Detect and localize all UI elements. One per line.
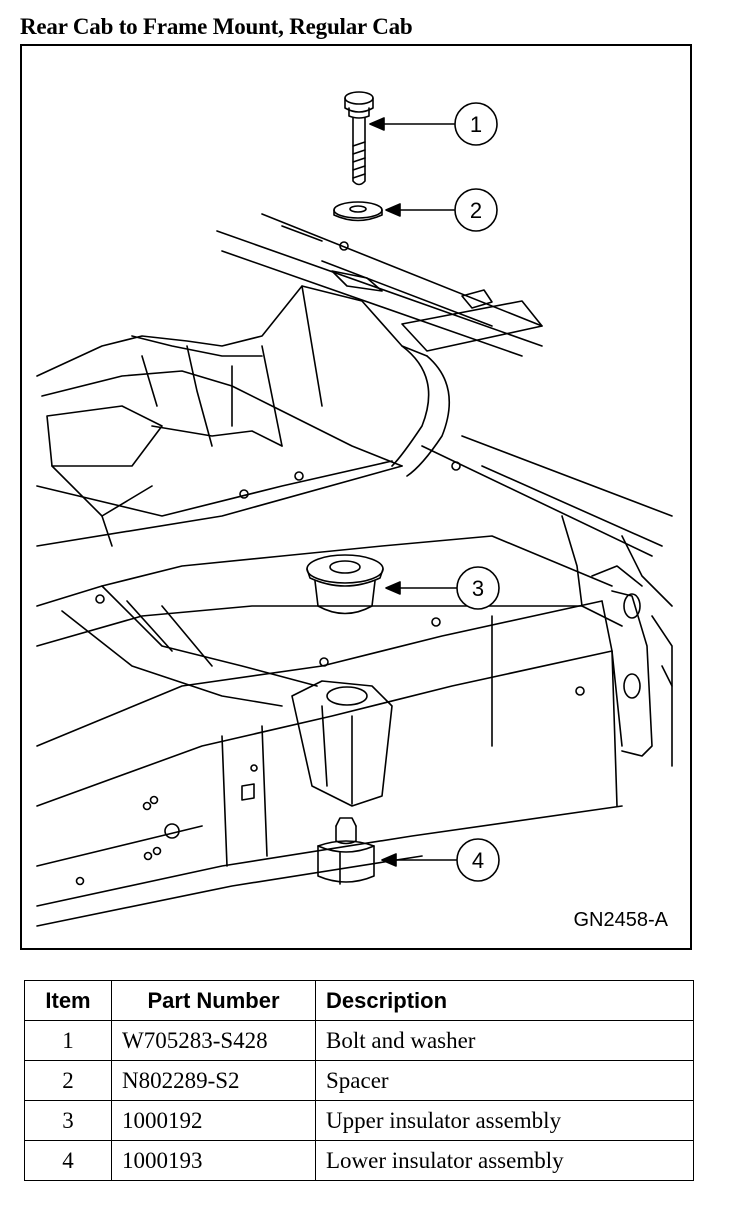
table-row: 3 1000192 Upper insulator assembly [24,1100,694,1141]
cell-item: 2 [24,1060,112,1101]
cell-description: Spacer [315,1060,694,1101]
callout-1: 1 [369,102,498,146]
table-row: 4 1000193 Lower insulator assembly [24,1140,694,1181]
mount-bracket [291,680,393,807]
lower-insulator-part [317,817,375,885]
header-description: Description [315,980,694,1021]
cell-item: 1 [24,1020,112,1061]
bolt-part [344,91,374,186]
spacer-washer-part [333,201,383,222]
cell-part-number: N802289-S2 [111,1060,316,1101]
callout-4: 4 [381,838,500,882]
callout-3: 3 [385,566,500,610]
callout-3-label: 3 [472,576,484,601]
figure-code: GN2458-A [573,909,669,931]
cab-structure [36,285,450,547]
callout-1-label: 1 [470,112,482,137]
upper-insulator-part [306,554,384,615]
cell-part-number: 1000193 [111,1140,316,1181]
parts-table: Item Part Number Description 1 W705283-S… [24,980,694,1181]
callout-2-label: 2 [470,198,482,223]
cell-item: 3 [24,1100,112,1141]
table-header-row: Item Part Number Description [24,980,694,1021]
callout-4-label: 4 [472,848,484,873]
callout-2: 2 [385,188,498,232]
main-frame-rail [36,535,623,927]
cell-description: Bolt and washer [315,1020,694,1061]
header-part-number: Part Number [111,980,316,1021]
cell-part-number: W705283-S428 [111,1020,316,1061]
exploded-view-figure: 1 2 3 4 GN2458-A [20,44,692,950]
floor-pan-lines [216,213,543,357]
page-title: Rear Cab to Frame Mount, Regular Cab [20,14,413,39]
cell-item: 4 [24,1140,112,1181]
table-row: 2 N802289-S2 Spacer [24,1060,694,1101]
frame-side-details [75,725,268,886]
cell-description: Upper insulator assembly [315,1100,694,1141]
table-row: 1 W705283-S428 Bolt and washer [24,1020,694,1061]
cell-description: Lower insulator assembly [315,1140,694,1181]
header-item: Item [24,980,112,1021]
frame-mount-illustration: 1 2 3 4 [36,91,673,927]
rear-crossmember [611,590,673,767]
cell-part-number: 1000192 [111,1100,316,1141]
right-frame-rails [421,435,673,607]
